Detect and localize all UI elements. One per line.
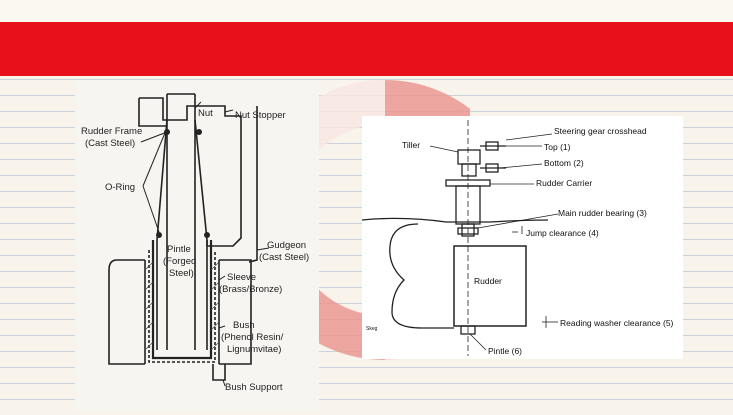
label-pintle: Pintle	[167, 244, 191, 255]
pintle-bearing-diagram-panel: Nut Nut Stopper Rudder Frame (Cast Steel…	[75, 80, 319, 410]
label-skeg: Skeg	[366, 326, 378, 332]
label-tiller: Tiller	[402, 140, 420, 150]
label-rudder: Rudder	[474, 276, 502, 286]
slide-top-band	[0, 0, 733, 22]
label-rudder-carrier: Rudder Carrier	[536, 178, 592, 188]
rudder-clearance-diagram: Steering gear crosshead Tiller Top (1) B…	[361, 120, 674, 356]
label-reading-washer-clearance: Reading washer clearance (5)	[560, 318, 674, 328]
label-gudgeon-material: (Cast Steel)	[259, 252, 309, 263]
label-bush: Bush	[233, 320, 255, 331]
label-pintle-material-2: Steel)	[169, 268, 194, 279]
label-o-ring: O-Ring	[105, 182, 135, 193]
label-bush-support: Bush Support	[225, 382, 283, 393]
label-bottom: Bottom (2)	[544, 158, 584, 168]
rudder-clearance-diagram-panel: Steering gear crosshead Tiller Top (1) B…	[361, 116, 683, 359]
label-nut: Nut	[198, 108, 213, 119]
label-pintle-material-1: (Forged	[163, 256, 196, 267]
label-bush-material-1: (Phenol Resin/	[221, 332, 284, 343]
label-pintle-6: Pintle (6)	[488, 346, 522, 356]
pintle-bearing-diagram: Nut Nut Stopper Rudder Frame (Cast Steel…	[81, 93, 309, 393]
label-steering-gear-crosshead: Steering gear crosshead	[554, 126, 647, 136]
label-sleeve: Sleeve	[227, 272, 256, 283]
label-rudder-frame: Rudder Frame	[81, 126, 142, 137]
label-main-rudder-bearing: Main rudder bearing (3)	[558, 208, 647, 218]
label-jump-clearance: Jump clearance (4)	[526, 228, 599, 238]
label-bush-material-2: Lignumvitae)	[227, 344, 281, 355]
title-bar	[0, 22, 733, 76]
label-nut-stopper: Nut Stopper	[235, 110, 286, 121]
label-sleeve-material: (Brass/Bronze)	[219, 284, 282, 295]
label-gudgeon: Gudgeon	[267, 240, 306, 251]
label-top: Top (1)	[544, 142, 571, 152]
label-rudder-frame-material: (Cast Steel)	[85, 138, 135, 149]
